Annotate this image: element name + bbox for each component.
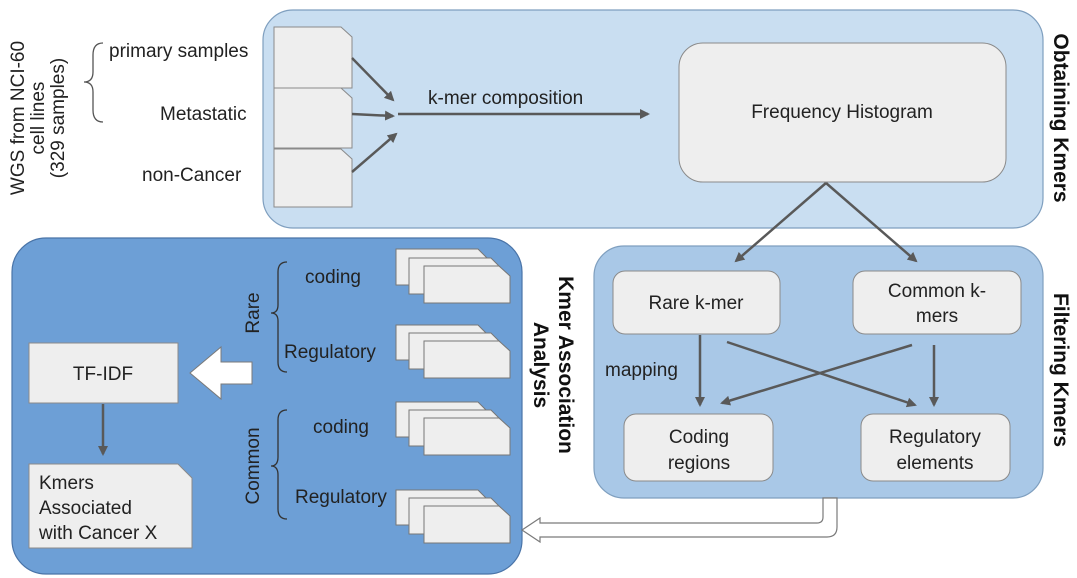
coding-regions-line1: Coding — [669, 427, 729, 448]
metastatic-document-icon — [273, 87, 353, 149]
common-brace — [270, 409, 288, 520]
wgs-source-label: WGS from NCI-60 cell lines (329 samples) — [8, 41, 69, 195]
result-line3: with Cancer X — [38, 523, 158, 544]
common-regulatory-document-stack-icon — [395, 489, 511, 544]
regulatory-elements-line1: Regulatory — [889, 427, 981, 448]
common-kmers-box — [852, 270, 1022, 335]
frequency-histogram-box — [678, 42, 1007, 183]
rare-group-label: Rare — [243, 292, 264, 333]
coding-regions-line2: regions — [668, 453, 730, 474]
arrow-histogram-to-common — [825, 182, 918, 263]
common-group-label: Common — [243, 427, 264, 504]
rare-brace — [270, 261, 288, 373]
result-line2: Associated — [39, 498, 132, 519]
primary-document-icon — [273, 26, 353, 89]
common-coding-document-stack-icon — [395, 401, 511, 456]
tfidf-label: TF-IDF — [73, 364, 133, 385]
regulatory-elements-box — [860, 413, 1011, 482]
arrow-metastatic-merge — [351, 110, 395, 121]
arrow-histogram-to-rare — [734, 182, 827, 263]
kmer-composition-label: k-mer composition — [428, 88, 583, 109]
common-kmers-line1: Common k- — [888, 281, 986, 302]
obtaining-kmers-title: Obtaining Kmers — [1049, 33, 1072, 202]
rare-kmer-label: Rare k-mer — [648, 293, 744, 314]
sample-noncancer-label: non-Cancer — [142, 165, 242, 186]
common-coding-label: coding — [313, 417, 369, 438]
rare-regulatory-document-stack-icon — [395, 324, 511, 379]
sample-primary-label: primary samples — [109, 41, 248, 62]
hollow-arrow-to-tfidf — [189, 345, 253, 401]
arrow-noncancer-merge — [351, 132, 398, 173]
wgs-line3: (329 samples) — [48, 58, 69, 178]
common-regulatory-label: Regulatory — [295, 487, 387, 508]
rare-regulatory-label: Regulatory — [284, 342, 376, 363]
association-title-line1: Kmer Association — [554, 276, 577, 454]
sample-metastatic-label: Metastatic — [160, 104, 247, 125]
regulatory-elements-line2: elements — [896, 453, 973, 474]
arrow-common-to-coding — [720, 343, 913, 406]
wgs-line1: WGS from NCI-60 — [8, 41, 29, 195]
frequency-histogram-label: Frequency Histogram — [751, 102, 933, 123]
association-title: Kmer Association Analysis — [529, 276, 577, 454]
rare-coding-document-stack-icon — [395, 248, 511, 304]
noncancer-document-icon — [273, 148, 353, 208]
wgs-line2: cell lines — [28, 82, 49, 155]
result-line1: Kmers — [39, 473, 94, 494]
hollow-arrow-filter-to-association — [520, 497, 838, 544]
association-title-line2: Analysis — [529, 322, 552, 408]
result-document-icon — [28, 463, 193, 549]
rare-coding-label: coding — [305, 267, 361, 288]
mapping-label: mapping — [605, 360, 678, 381]
arrow-primary-merge — [351, 57, 395, 102]
common-kmers-line2: mers — [916, 306, 958, 327]
tfidf-box — [28, 342, 179, 404]
wgs-brace — [83, 42, 104, 123]
coding-regions-box — [623, 413, 774, 482]
filtering-kmers-title: Filtering Kmers — [1049, 293, 1072, 447]
rare-kmer-box — [612, 270, 781, 335]
